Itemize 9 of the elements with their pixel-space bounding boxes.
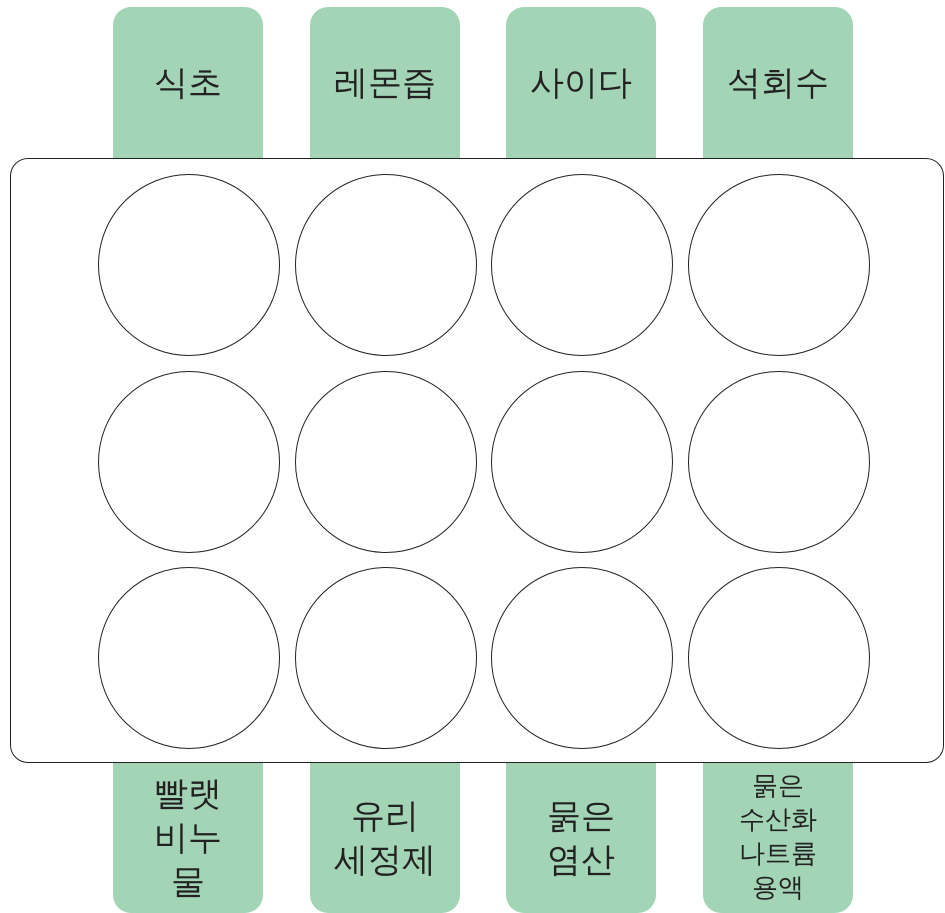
label-tab: 석회수 — [703, 7, 853, 158]
label-tab: 유리 세정제 — [310, 763, 460, 913]
label-tab: 빨랫 비누 물 — [113, 763, 263, 913]
well-plate — [10, 158, 944, 763]
label-tab: 묽은 수산화 나트륨 용액 — [703, 763, 853, 913]
label-tab: 묽은 염산 — [506, 763, 656, 913]
label-tab: 레몬즙 — [310, 7, 460, 158]
label-tab: 식초 — [113, 7, 263, 158]
label-tab: 사이다 — [506, 7, 656, 158]
